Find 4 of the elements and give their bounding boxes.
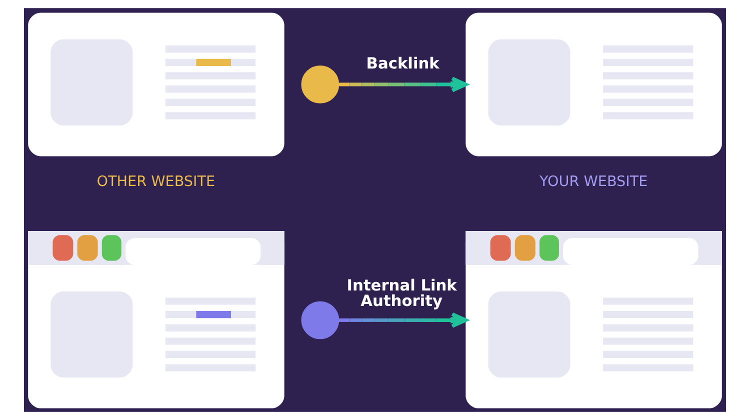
edge-label: Backlink — [366, 54, 440, 73]
edge-label: Internal Link Authority — [346, 276, 457, 310]
node-label: YOUR WEBSITE — [539, 174, 648, 190]
node-label: OTHER WEBSITE — [96, 174, 216, 190]
